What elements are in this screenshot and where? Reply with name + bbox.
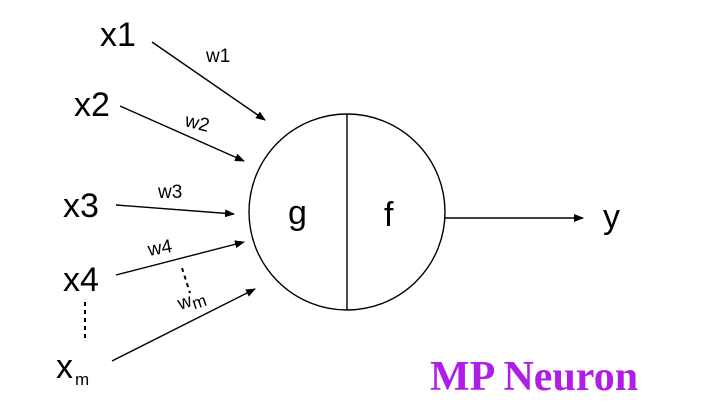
ellipsis-dashes-weights: [181, 267, 191, 294]
activation-function-label: f: [384, 196, 394, 234]
aggregation-function-label: g: [288, 194, 307, 232]
input-label-x3: x3: [63, 187, 99, 225]
input-arrow-x2: [119, 105, 245, 162]
input-arrow-x4: [115, 240, 245, 276]
input-arrow-x1: [151, 41, 266, 121]
output-label-y: y: [603, 198, 620, 236]
input-label-x4: x4: [63, 261, 99, 299]
input-arrow-x3: [115, 204, 235, 218]
weight-label-w1: w1: [205, 46, 230, 67]
input-label-x2: x2: [74, 86, 110, 124]
weight-label-wm: wm: [174, 286, 209, 318]
input-label-x1: x1: [100, 16, 136, 54]
weight-label-w4: w4: [145, 236, 174, 261]
weight-label-w3: w3: [157, 182, 182, 203]
input-arrow-xm: [111, 288, 256, 362]
diagram-caption: MP Neuron: [430, 354, 638, 400]
weight-label-w2: w2: [182, 110, 212, 136]
